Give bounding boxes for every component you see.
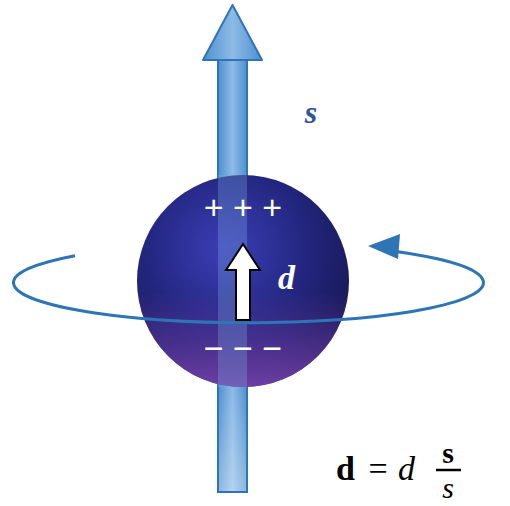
shaft-fade bbox=[219, 387, 246, 491]
charge-minus: − − − bbox=[204, 331, 282, 365]
dipole-label: d bbox=[278, 261, 295, 295]
spin-label: s bbox=[305, 96, 317, 128]
equation-equals: = bbox=[368, 452, 387, 486]
dipole-arrow bbox=[226, 244, 260, 320]
spin-arrowhead bbox=[203, 5, 262, 60]
fraction-bar bbox=[436, 469, 461, 472]
electron-sphere: + + + d − − − bbox=[137, 175, 349, 387]
equation-vector: d bbox=[336, 452, 355, 486]
fraction-denominator: s bbox=[442, 473, 454, 503]
rotation-arrowhead bbox=[368, 234, 400, 259]
fraction-numerator: s bbox=[442, 438, 454, 468]
equation-scalar: d bbox=[398, 452, 415, 486]
sphere-body bbox=[137, 175, 349, 387]
sphere-shade bbox=[137, 175, 349, 387]
charge-plus: + + + bbox=[204, 190, 282, 224]
